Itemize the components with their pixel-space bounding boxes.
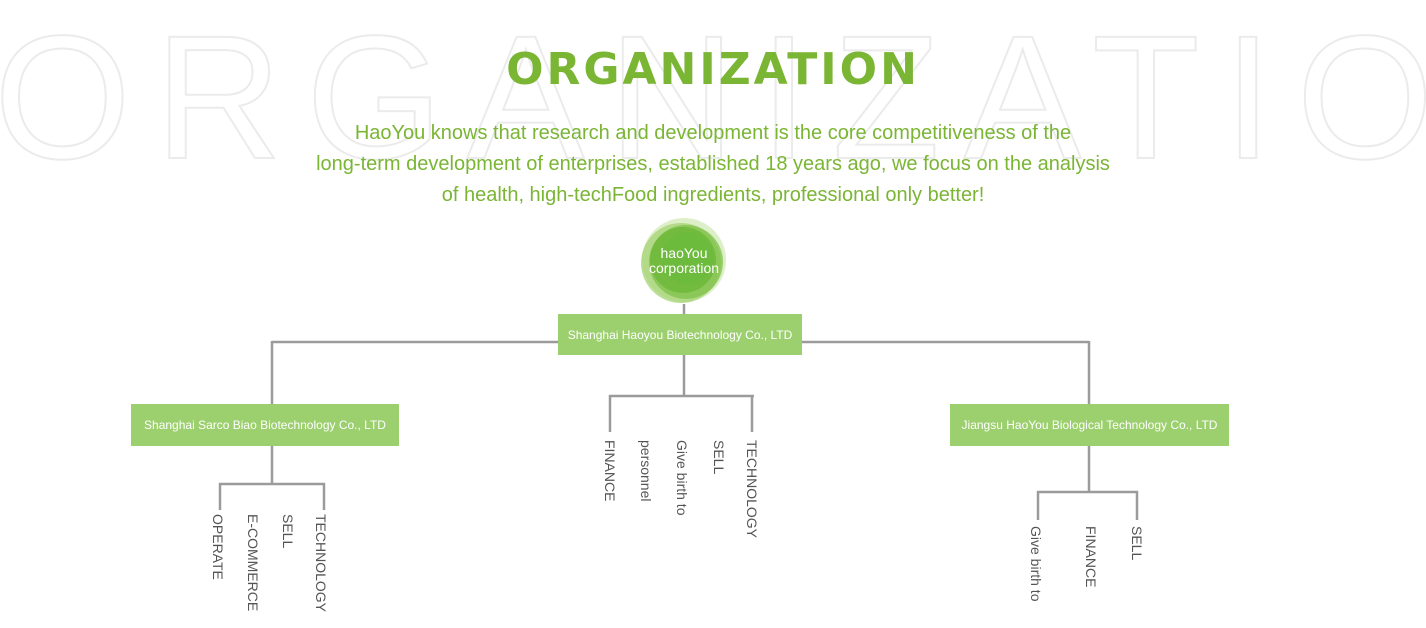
section-title: ORGANIZATION [506, 44, 920, 95]
logo-text-line-1: haoYou [660, 245, 708, 261]
logo-text: haoYou corporation [636, 246, 732, 276]
intro-line-2: long-term development of enterprises, es… [316, 153, 1110, 175]
dept-left-operate: OPERATE [210, 514, 226, 580]
dept-right-give-birth-to: Give birth to [1028, 526, 1044, 602]
dept-left-technology: TECHNOLOGY [313, 514, 329, 613]
company-logo: haoYou corporation [636, 214, 732, 310]
dept-right-sell: SELL [1129, 526, 1145, 561]
logo-blob-icon [641, 218, 726, 303]
logo-text-line-2: corporation [648, 260, 720, 276]
dept-center-personnel: personnel [638, 440, 654, 502]
dept-center-sell: SELL [711, 440, 727, 475]
intro-line-3: of health, high-techFood ingredients, pr… [441, 184, 985, 206]
dept-left-ecommerce: E-COMMERCE [245, 514, 261, 612]
intro-paragraph: HaoYou knows that research and developme… [240, 118, 1186, 211]
company-box-left: Shanghai Sarco Biao Biotechnology Co., L… [131, 404, 399, 446]
dept-center-finance: FINANCE [602, 440, 618, 502]
dept-right-finance: FINANCE [1083, 526, 1099, 588]
dept-left-sell: SELL [280, 514, 296, 549]
dept-center-give-birth-to: Give birth to [674, 440, 690, 516]
company-box-main: Shanghai Haoyou Biotechnology Co., LTD [558, 314, 802, 355]
dept-center-technology: TECHNOLOGY [744, 440, 760, 539]
company-box-right: Jiangsu HaoYou Biological Technology Co.… [950, 404, 1229, 446]
intro-line-1: HaoYou knows that research and developme… [354, 122, 1072, 144]
